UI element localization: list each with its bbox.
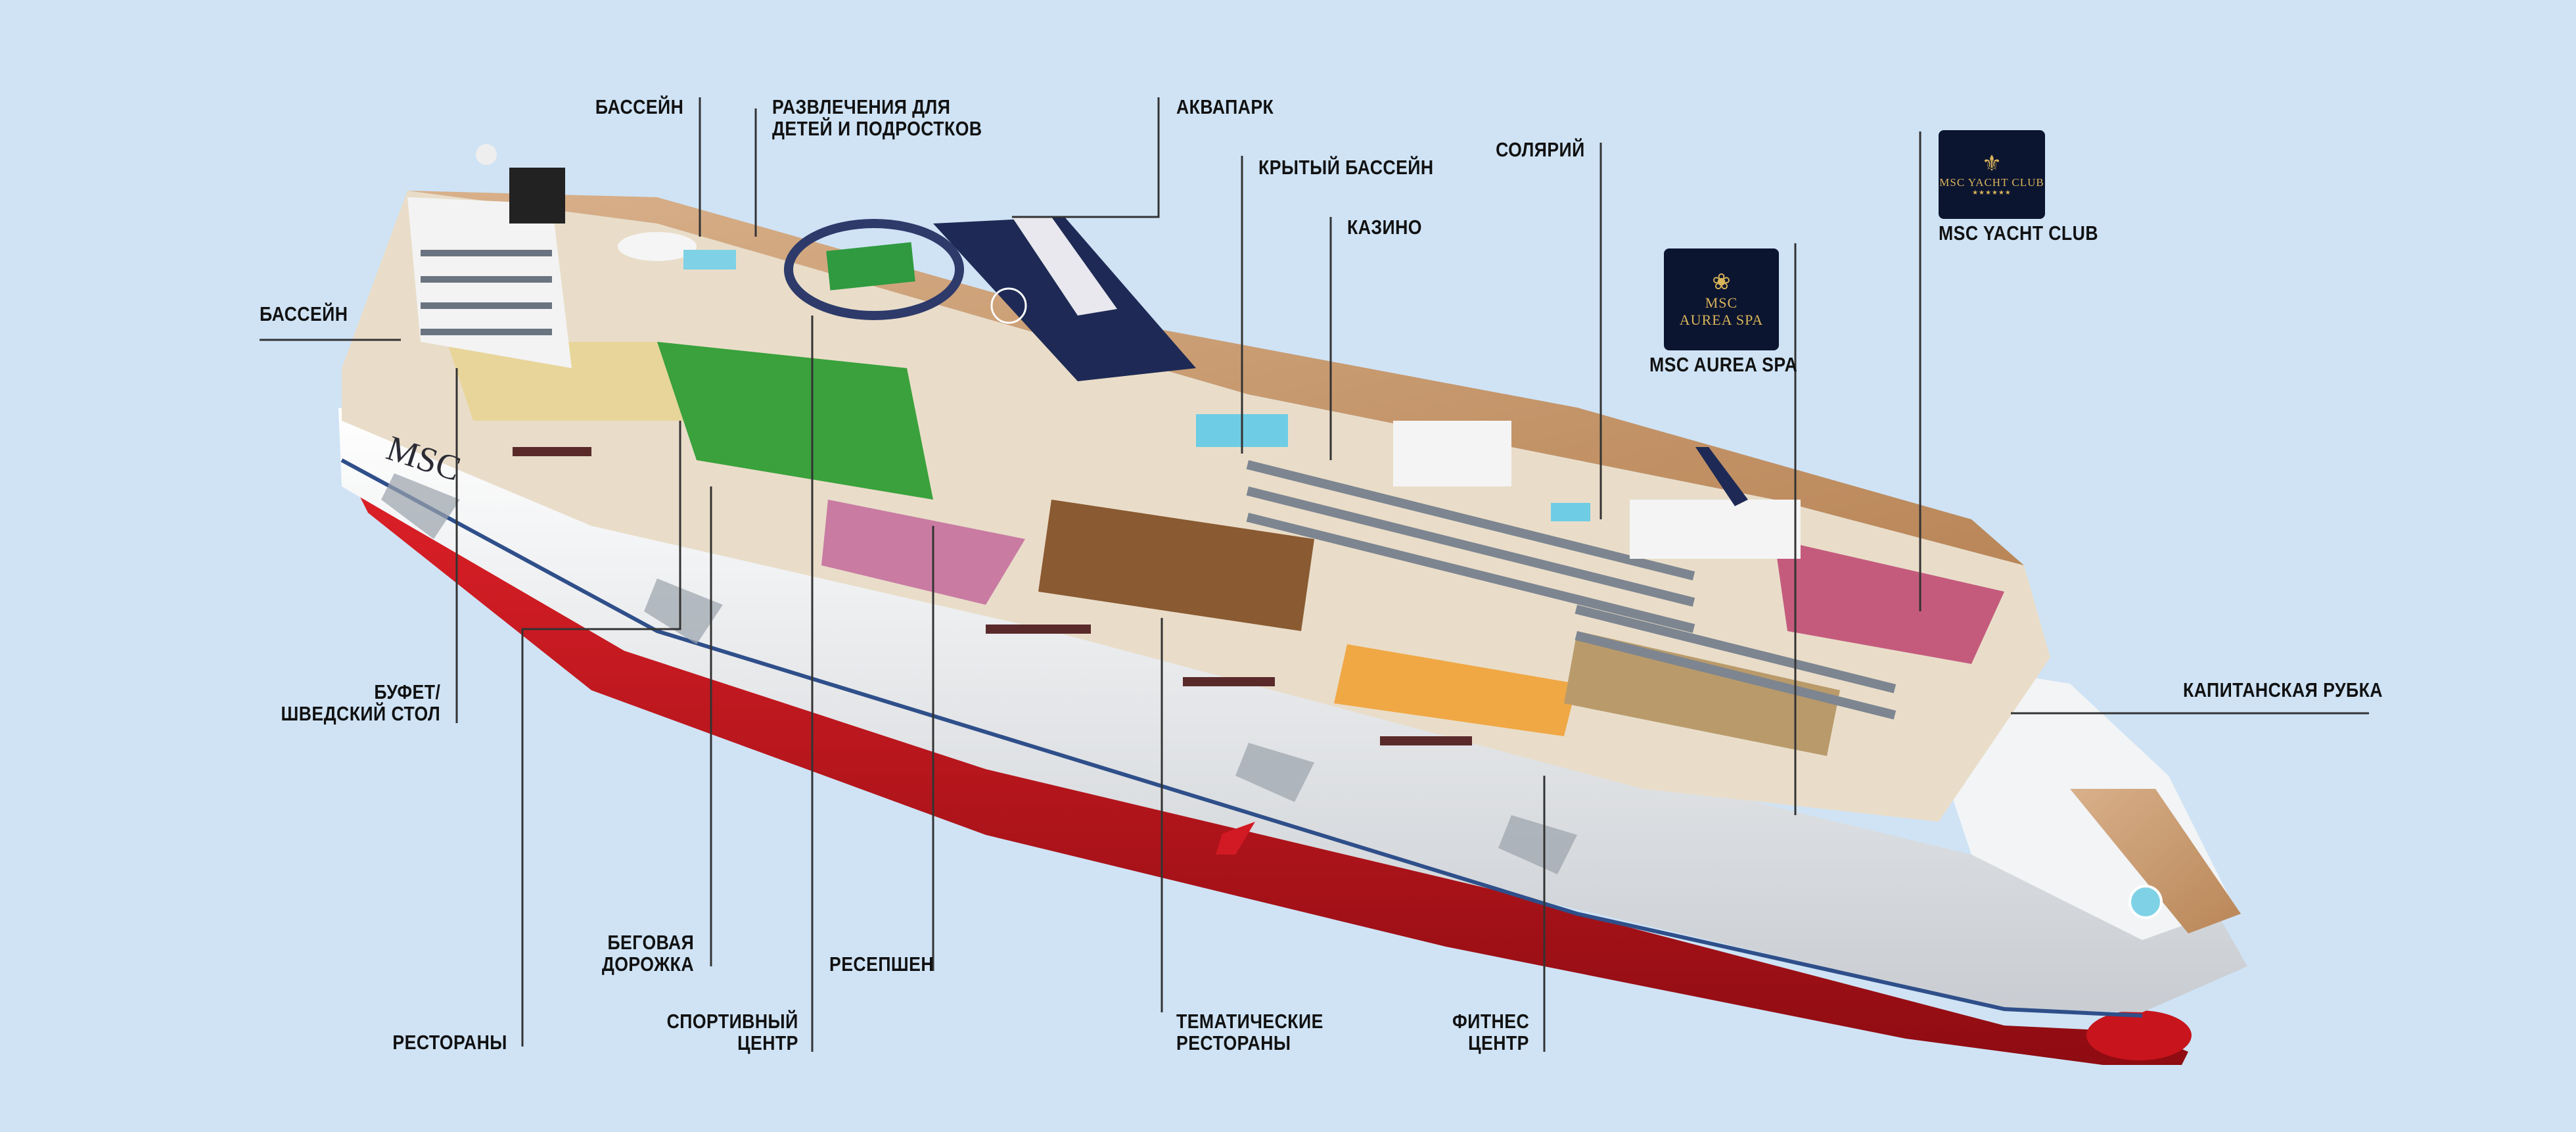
label-jogging-line1: БЕГОВАЯ [607,931,694,954]
label-kids-line1: РАЗВЛЕЧЕНИЯ ДЛЯ [772,95,951,118]
label-fitness-line1: ФИТНЕС [1452,1010,1529,1033]
label-casino: КАЗИНО [1347,216,1422,239]
label-sport-line2: ЦЕНТР [737,1031,798,1054]
yacht-logo-line1: MSC YACHT CLUB [1939,176,2044,189]
pink-zone [821,500,1025,605]
spa-zone [1774,539,2004,664]
lotus-icon: ❀ [1712,270,1731,295]
label-solarium: СОЛЯРИЙ [1496,138,1585,161]
label-yacht-club: MSC YACHT CLUB [1939,222,2099,245]
crest-icon: ⚜ [1981,152,2002,176]
label-pool-top: БАССЕЙН [595,95,683,118]
aquapark-ring [784,219,964,320]
bulbous-bow [2086,1010,2192,1060]
aurea-spa-logo: ❀ MSC AUREA SPA [1664,248,1779,350]
funnel [933,217,1196,381]
buffet-zone [447,342,690,421]
label-indoor-pool: КРЫТЫЙ БАССЕЙН [1258,156,1434,179]
yacht-logo-stars: ★★★★★★ [1972,189,2012,197]
label-theme-line2: РЕСТОРАНЫ [1176,1031,1291,1054]
yacht-club-logo: ⚜ MSC YACHT CLUB ★★★★★★ [1939,130,2045,219]
label-kids-line2: ДЕТЕЙ И ПОДРОСТКОВ [772,117,982,140]
green-deck [657,342,933,500]
label-buffet-line2: ШВЕДСКИЙ СТОЛ [281,702,440,725]
label-aurea-spa: MSC AUREA SPA [1649,353,1798,376]
label-bridge: КАПИТАНСКАЯ РУБКА [2183,678,2383,701]
label-buffet-line1: БУФЕТ/ [374,680,440,703]
label-jogging-line2: ДОРОЖКА [601,953,694,976]
brown-zone [1038,500,1314,631]
label-pool-left: БАССЕЙН [260,302,348,325]
top-deck [407,191,2024,565]
label-restaurants: РЕСТОРАНЫ [392,1031,507,1054]
orange-zone [1334,644,1577,736]
label-theme-line1: ТЕМАТИЧЕСКИЕ [1176,1010,1323,1033]
label-fitness-line2: ЦЕНТР [1468,1031,1529,1054]
label-reception: РЕСЕПШЕН [829,953,934,976]
label-sport-line1: СПОРТИВНЫЙ [666,1010,798,1033]
aurea-logo-line2: AUREA SPA [1679,311,1764,328]
label-aquapark: АКВАПАРК [1176,95,1274,118]
aurea-logo-line1: MSC [1705,294,1738,311]
